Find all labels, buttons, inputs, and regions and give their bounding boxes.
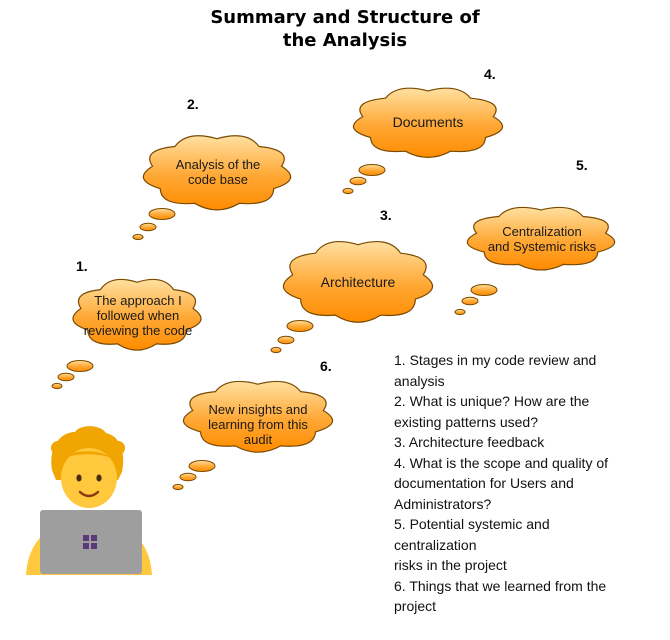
cloud-label-4: Documents [368,110,488,134]
note-line: 1. Stages in my code review and [394,352,597,368]
cloud-number-4: 4. [484,66,496,82]
cloud-3-line-1: Architecture [320,273,396,290]
thought-cloud-1 [51,278,202,390]
thought-cloud-4 [342,87,504,195]
cloud-1-line-1: The approach I [94,292,182,308]
thought-cloud-5 [454,206,616,316]
note-line: 2. What is unique? How are the [394,393,590,409]
cloud-tail-bubble [342,187,354,195]
cloud-tail-bubble [358,164,386,176]
note-line: centralization [394,536,477,553]
note-line: 3. Architecture feedback [394,434,545,450]
cloud-tail-bubble [179,472,197,482]
cloud-shape [352,87,504,158]
cloud-tail-bubble [270,346,282,354]
cloud-number-5: 5. [576,157,588,173]
cloud-6-line-1: New insights and [208,401,308,417]
cloud-tail-bubble [57,372,75,382]
cloud-label-1: The approach I followed when reviewing t… [78,290,198,340]
cloud-number-2: 2. [187,96,199,112]
cloud-2-line-2: code base [187,172,248,187]
cloud-shape [466,206,616,271]
cloud-6-line-3: audit [243,431,273,447]
note-line: documentation for Users and [394,475,574,491]
cloud-number-3: 3. [380,207,392,223]
cloud-5-line-1: Centralization [502,224,582,239]
person-at-laptop-icon [26,426,152,575]
cloud-number-6: 6. [320,358,332,374]
title-line-2: the Analysis [282,30,408,51]
cloud-4-line-1: Documents [392,113,464,130]
cloud-tail-bubble [461,296,479,306]
cloud-6-line-2: learning from this [208,416,308,432]
thought-cloud-6 [172,380,334,491]
cloud-tail-bubble [286,320,314,332]
cloud-1-line-3: reviewing the code [83,322,193,338]
note-line: 4. What is the scope and quality of [394,454,609,471]
cloud-label-6: New insights and learning from this audi… [198,399,318,449]
cloud-shape [182,380,334,453]
cloud-shape [142,135,292,211]
cloud-tail-bubble [51,382,63,390]
cloud-tail-bubble [66,360,94,372]
cloud-tail-bubble [139,222,157,232]
note-line: analysis [394,372,445,389]
cloud-tail-bubble [148,208,176,220]
cloud-shape [72,278,202,351]
cloud-number-1: 1. [76,258,88,274]
note-line: risks in the project [394,557,507,573]
thought-cloud-3 [270,240,434,354]
cloud-tail-bubble [277,335,295,345]
cloud-1-line-2: followed when [96,307,180,323]
cloud-label-2: Analysis of the code base [158,155,278,189]
cloud-5-line-2: and Systemic risks [487,239,597,254]
note-line: 6. Things that we learned from the [394,577,607,594]
cloud-tail-bubble [132,233,144,241]
note-line: 5. Potential systemic and [394,516,550,532]
cloud-tail-bubble [470,284,498,296]
note-line: Administrators? [394,495,492,512]
diagram-title: Summary and Structure of the Analysis [170,6,520,52]
cloud-shape [282,240,434,323]
windows-logo-icon [83,535,97,549]
cloud-tail-bubble [349,176,367,186]
note-line: existing patterns used? [394,413,538,430]
cloud-tail-bubble [188,460,216,472]
cloud-label-3: Architecture [298,270,418,294]
cloud-tail-bubble [172,483,184,491]
cloud-2-line-1: Analysis of the [175,157,261,172]
cloud-label-5: Centralization and Systemic risks [472,222,612,256]
note-line: project [394,598,437,614]
title-line-1: Summary and Structure of [210,7,480,28]
notes-list: 1. Stages in my code review and analysis… [394,350,656,617]
thought-cloud-2 [132,135,292,241]
cloud-tail-bubble [454,308,466,316]
